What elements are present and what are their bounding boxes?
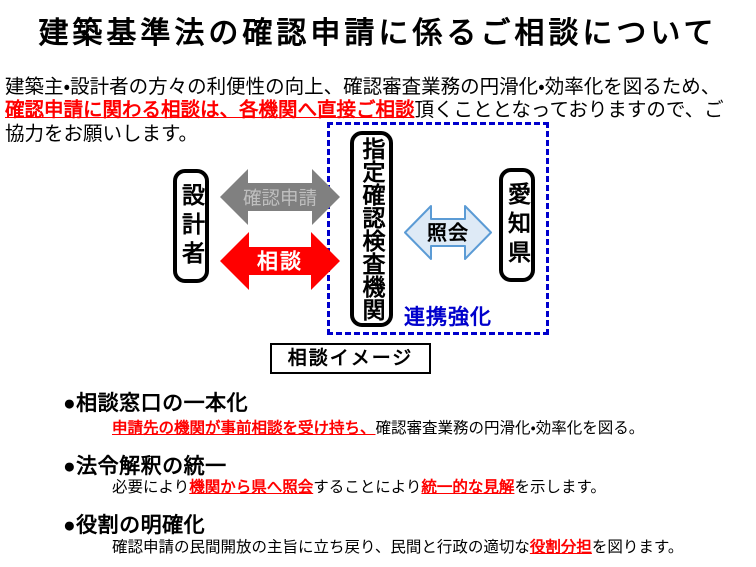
cooperation-dashed-frame: [327, 122, 549, 335]
aichi-prefecture-node: 愛知県: [499, 168, 535, 282]
text-segment: することにより: [313, 479, 422, 496]
point-heading-roles: ●役割の明確化: [63, 514, 206, 537]
consultation-arrow-label: 相談: [257, 250, 303, 274]
point-heading-consultation-desk: ●相談窓口の一本化: [63, 392, 249, 415]
application-arrow-shape: [220, 169, 340, 225]
point-body-interpretation: 必要により機関から県へ照会することにより統一的な見解を示します。: [112, 475, 606, 497]
diagram-caption-box: 相談イメージ: [270, 343, 431, 374]
inquiry-double-arrow: 照会: [404, 205, 492, 260]
consultation-double-arrow: 相談: [220, 232, 340, 290]
text-segment: 頂くこととなっておりますので、ご: [414, 99, 724, 121]
point-heading-interpretation: ●法令解釈の統一: [63, 455, 227, 478]
emphasised-text-segment: 確認申請に関わる相談は、各機関へ直接ご相談: [5, 99, 415, 121]
point-body-consultation-desk: 申請先の機関が事前相談を受け持ち、確認審査業務の円滑化・効率化を図る。: [112, 416, 644, 438]
cooperation-label: 連携強化: [404, 306, 492, 329]
text-segment: を図ります。: [591, 539, 684, 556]
text-segment: 建築主・設計者の方々の利便性の向上、確認審査業務の円滑化・効率化を図るため、: [5, 75, 721, 98]
text-segment: 確認申請の民間開放の主旨に立ち戻り、民間と行政の適切な: [112, 539, 530, 556]
point-body-roles: 確認申請の民間開放の主旨に立ち戻り、民間と行政の適切な役割分担を図ります。: [112, 535, 683, 557]
inspection-agency-node: 指定確認検査機関: [350, 131, 393, 327]
emphasised-text-segment: 機関から県へ照会: [189, 479, 314, 496]
intro-paragraph: 建築主・設計者の方々の利便性の向上、確認審査業務の円滑化・効率化を図るため、確認…: [5, 76, 753, 147]
consultation-arrow-shape: [220, 232, 340, 290]
application-arrow-label: 確認申請: [243, 188, 317, 209]
emphasised-text-segment: 申請先の機関が事前相談を受け持ち、: [112, 420, 376, 437]
inquiry-arrow-shape: [404, 205, 492, 260]
emphasised-text-segment: 統一的な見解: [421, 479, 515, 496]
inquiry-arrow-label: 照会: [427, 222, 469, 245]
text-segment: 確認審査業務の円滑化・効率化を図る。: [375, 420, 645, 437]
application-double-arrow: 確認申請: [220, 169, 340, 225]
designer-node: 設計者: [173, 169, 209, 283]
text-segment: 協力をお願いします。: [5, 122, 199, 145]
text-segment: 必要により: [112, 479, 190, 496]
emphasised-text-segment: 役割分担: [529, 539, 592, 556]
text-segment: を示します。: [514, 479, 606, 496]
page-title: 建築基準法の確認申請に係るご相談について: [38, 17, 718, 50]
